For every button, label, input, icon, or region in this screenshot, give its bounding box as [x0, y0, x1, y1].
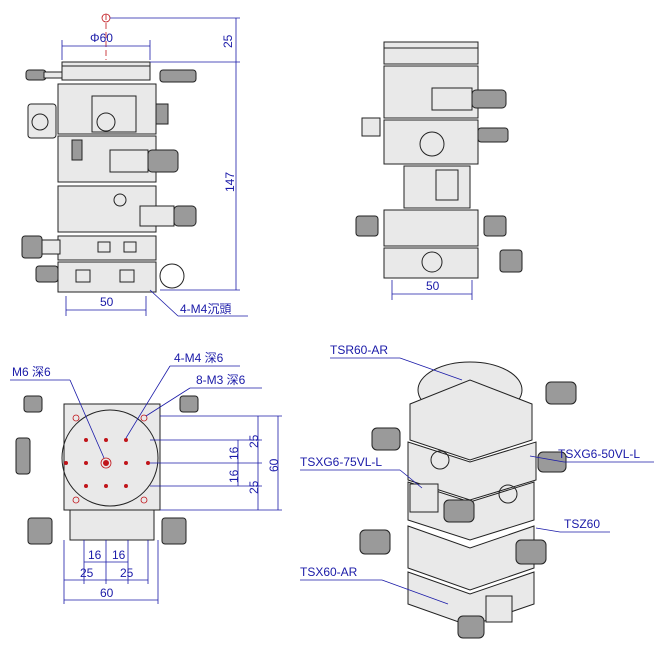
- part-goniometer-50: TSXG6-50VL-L: [558, 447, 640, 461]
- dim-diameter: Φ60: [90, 31, 113, 45]
- callout-base-holes: 4-M4沉頭: [180, 302, 231, 316]
- side-view: 50: [355, 41, 523, 300]
- callout-m3: 8-M3 深6: [196, 373, 246, 387]
- dim-16-h2: 16: [112, 548, 126, 562]
- dim-height: 147: [223, 172, 237, 192]
- callout-m4: 4-M4 深6: [174, 351, 224, 365]
- part-rotary: TSR60-AR: [330, 343, 388, 357]
- dim-top-offset: 25: [221, 34, 235, 48]
- dim-25-h: 25: [80, 566, 94, 580]
- dim-25-v: 25: [247, 434, 261, 448]
- dim-16-v: 16: [227, 446, 241, 460]
- top-view: M6 深6 4-M4 深6 8-M3 深6 16 16 25 25 60 16 …: [10, 351, 282, 604]
- dim-front-width: 50: [100, 295, 114, 309]
- front-view: Φ60 25 147 50 4-M4沉頭: [21, 13, 248, 317]
- part-goniometer-75: TSXG6-75VL-L: [300, 455, 382, 469]
- part-xy-stage: TSX60-AR: [300, 565, 358, 579]
- dim-25-h2: 25: [120, 566, 134, 580]
- dim-16-h: 16: [88, 548, 102, 562]
- dim-25-v2: 25: [247, 480, 261, 494]
- dim-side-width: 50: [426, 279, 440, 293]
- dim-16-v2: 16: [227, 469, 241, 483]
- isometric-view: TSR60-AR TSXG6-50VL-L TSXG6-75VL-L TSZ60…: [300, 343, 654, 639]
- part-z-stage: TSZ60: [564, 517, 600, 531]
- dim-60-v: 60: [267, 458, 281, 472]
- callout-m6: M6 深6: [12, 365, 51, 379]
- dim-60-h: 60: [100, 586, 114, 600]
